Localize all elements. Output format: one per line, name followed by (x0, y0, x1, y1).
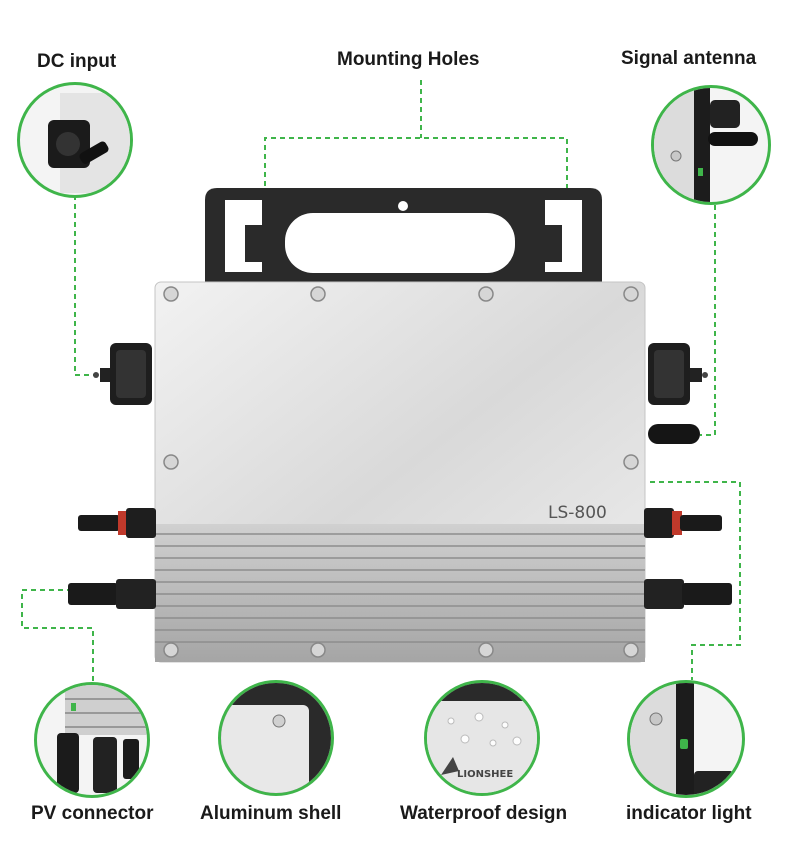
label-mounting-holes: Mounting Holes (337, 49, 480, 70)
dc-input-right (648, 343, 708, 405)
model-label: LS-800 (548, 503, 607, 523)
signal-antenna (648, 424, 700, 444)
bracket-right-hook (545, 200, 582, 272)
housing-screws (163, 286, 639, 658)
label-waterproof-design: Waterproof design (400, 803, 568, 824)
label-pv-connector: PV connector (31, 803, 154, 824)
callout-dc-input (17, 82, 133, 198)
pv-connectors-right (644, 508, 732, 609)
bracket-center-slot (285, 213, 515, 273)
leader-lines (21, 80, 741, 685)
bracket-top-hole (398, 201, 408, 211)
label-signal-antenna: Signal antenna (621, 48, 757, 69)
callout-waterproof-design: LIONSHEE (424, 680, 540, 796)
leader-signal-antenna (700, 205, 716, 436)
leader-indicator-light (650, 481, 741, 680)
label-indicator-light: indicator light (626, 803, 752, 824)
dc-input-left (93, 343, 152, 405)
brand-logo-text: LIONSHEE (457, 769, 513, 780)
leader-mounting-holes (264, 137, 568, 195)
callout-indicator-light (627, 680, 745, 798)
label-dc-input: DC input (37, 51, 117, 72)
label-aluminum-shell: Aluminum shell (200, 803, 342, 824)
pv-connectors-left (68, 508, 156, 609)
bracket-left-hook (225, 200, 262, 272)
leader-dc-input (74, 195, 100, 376)
callout-signal-antenna (651, 85, 771, 205)
callout-aluminum-shell (218, 680, 334, 796)
callout-pv-connector (34, 682, 150, 798)
mounting-bracket (205, 188, 602, 285)
heat-sink-fins (155, 524, 645, 662)
